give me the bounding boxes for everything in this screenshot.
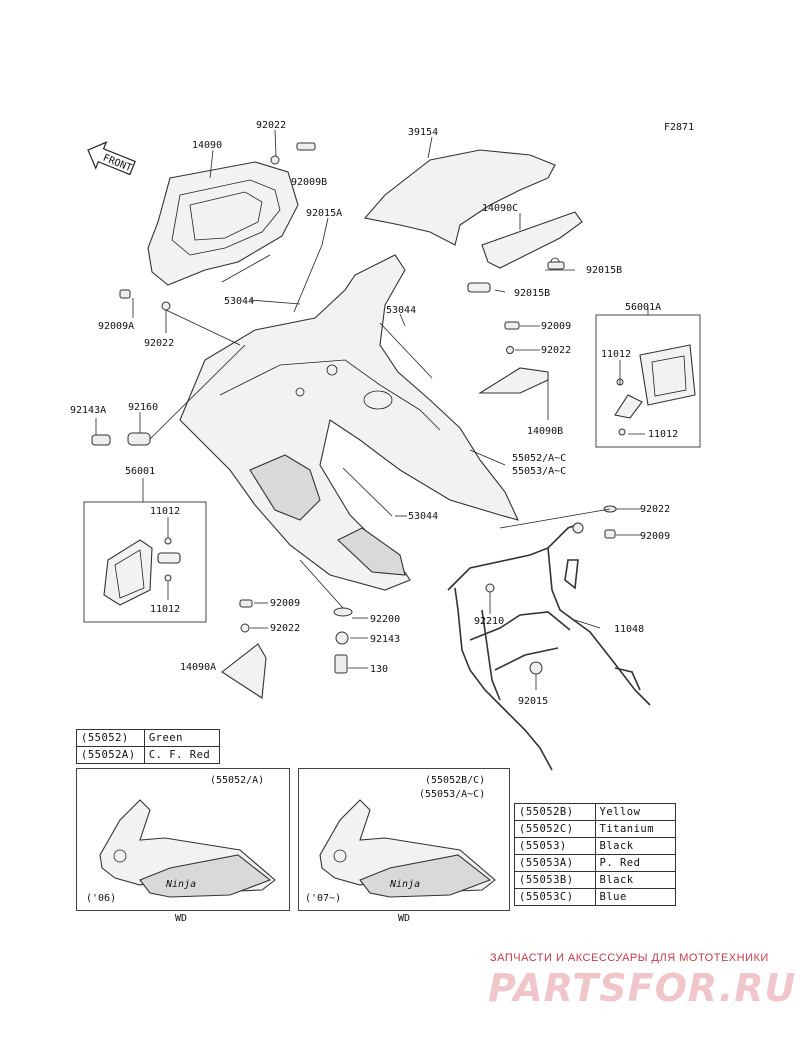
mirror-right-part [614, 344, 696, 419]
inset-right-illustration: Ninja [319, 799, 496, 898]
callout-92015: 92015 [518, 696, 548, 707]
inset-right-ref1: (55052B/C) [425, 775, 485, 786]
table-row: (55052) Green [76, 729, 221, 747]
inset-right-frame [298, 768, 510, 911]
callout-92022-bottom: 92022 [270, 623, 300, 634]
table-row: (55052B) Yellow [514, 803, 676, 821]
callout-92009-right: 92009 [541, 321, 571, 332]
callout-92210: 92210 [474, 616, 504, 627]
color-table-right: (55052B) Yellow (55052C) Titanium (55053… [514, 803, 676, 906]
color-code: (55053A) [514, 854, 596, 872]
color-code: (55053) [514, 837, 596, 855]
callout-11048: 11048 [614, 624, 644, 635]
color-code: (55052) [76, 729, 145, 747]
callout-92143: 92143 [370, 634, 400, 645]
callout-92200: 92200 [370, 614, 400, 625]
callout-92009-bottom: 92009 [270, 598, 300, 609]
callout-55052: 55052/A~C [512, 453, 566, 464]
inset-left-year: ('06) [86, 893, 116, 904]
callout-55053: 55053/A~C [512, 466, 566, 477]
inset-right-ref2: (55053/A~C) [419, 789, 485, 800]
decal-right: Ninja [389, 879, 420, 890]
color-name: Blue [594, 888, 676, 906]
color-name: Green [143, 729, 221, 747]
inset-left-frame [76, 768, 290, 911]
color-name: Black [594, 871, 676, 889]
mirror-left-part [103, 539, 181, 606]
bracket-14090b-part [478, 367, 549, 394]
callout-14090: 14090 [192, 140, 222, 151]
table-row: (55052A) C. F. Red [76, 746, 221, 764]
callout-92022-left: 92022 [144, 338, 174, 349]
callout-53044-1: 53044 [224, 296, 254, 307]
table-row: (55053) Black [514, 837, 676, 855]
callout-92022: 92022 [256, 120, 286, 131]
subframe-part [447, 524, 651, 771]
table-row: (55053A) P. Red [514, 854, 676, 872]
inset-left-code: WD [175, 913, 187, 924]
callout-11012-b: 11012 [648, 429, 678, 440]
callout-92009b: 92009B [291, 177, 327, 188]
callout-14090b: 14090B [527, 426, 563, 437]
callout-11012-a: 11012 [601, 349, 631, 360]
callout-92015a: 92015A [306, 208, 342, 219]
callout-56001: 56001 [125, 466, 155, 477]
color-code: (55053C) [514, 888, 596, 906]
main-fairing-part [179, 254, 520, 591]
table-row: (55053B) Black [514, 871, 676, 889]
color-code: (55052C) [514, 820, 596, 838]
callout-labels: F2871 14090 92022 92009B 39154 92015A 14… [70, 120, 694, 707]
callout-92160: 92160 [128, 402, 158, 413]
bracket-14090a-part [221, 643, 267, 699]
figure-code: F2871 [664, 122, 694, 133]
table-row: (55052C) Titanium [514, 820, 676, 838]
inset-left-illustration: Ninja [99, 799, 276, 898]
color-code: (55052B) [514, 803, 596, 821]
callout-92022-midright: 92022 [640, 504, 670, 515]
color-name: C. F. Red [143, 746, 221, 764]
inset-left-ref: (55052/A) [210, 775, 264, 786]
inset-right-year: ('07~) [305, 893, 341, 904]
callout-92015b-2: 92015B [514, 288, 550, 299]
callout-39154: 39154 [408, 127, 438, 138]
fasteners [91, 142, 626, 675]
watermark-logo[interactable]: PARTSFOR.RU [488, 966, 797, 1010]
callout-53044-3: 53044 [408, 511, 438, 522]
callout-92022-right: 92022 [541, 345, 571, 356]
color-name: Yellow [594, 803, 676, 821]
color-code: (55053B) [514, 871, 596, 889]
upper-cowl-part [363, 149, 556, 246]
callout-14090a: 14090A [180, 662, 216, 673]
inset-right-code: WD [398, 913, 410, 924]
instrument-cover-part [147, 161, 299, 286]
callout-53044-2: 53044 [386, 305, 416, 316]
table-row: (55053C) Blue [514, 888, 676, 906]
callout-130: 130 [370, 664, 388, 675]
callout-14090c: 14090C [482, 203, 518, 214]
front-arrow-icon: FRONT [87, 141, 136, 176]
callout-92009-midright: 92009 [640, 531, 670, 542]
color-name: P. Red [594, 854, 676, 872]
color-name: Titanium [594, 820, 676, 838]
callout-92015b-1: 92015B [586, 265, 622, 276]
inner-cover-part [481, 211, 583, 269]
callout-11012-c: 11012 [150, 506, 180, 517]
callout-92143a: 92143A [70, 405, 106, 416]
leader-lines [95, 129, 649, 690]
watermark-tagline: ЗАПЧАСТИ И АКСЕССУАРЫ ДЛЯ МОТОТЕХНИКИ [490, 952, 769, 964]
color-table-left: (55052) Green (55052A) C. F. Red [76, 729, 221, 764]
color-name: Black [594, 837, 676, 855]
callout-92009a: 92009A [98, 321, 134, 332]
callout-56001a: 56001A [625, 302, 661, 313]
callout-11012-d: 11012 [150, 604, 180, 615]
decal-left: Ninja [165, 879, 196, 890]
color-code: (55052A) [76, 746, 145, 764]
